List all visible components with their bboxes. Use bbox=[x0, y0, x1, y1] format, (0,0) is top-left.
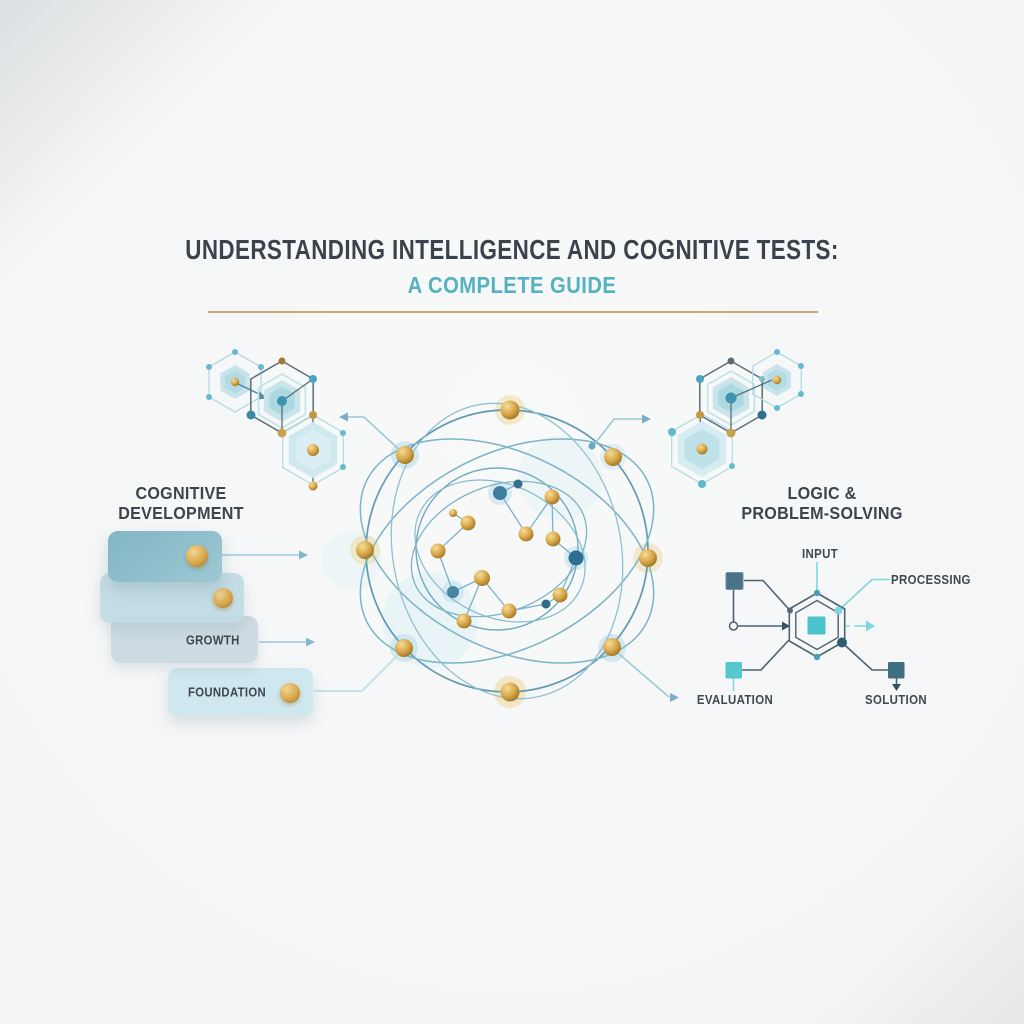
open-circle-node bbox=[728, 621, 739, 631]
evaluation-square-icon bbox=[725, 662, 742, 679]
neural-network-diagram bbox=[222, 395, 679, 708]
hexagon-cluster-right bbox=[668, 349, 804, 488]
logic-flowchart bbox=[725, 562, 905, 691]
teal-arrow-right-icon bbox=[866, 620, 875, 632]
flow-arrow-down-icon bbox=[892, 684, 901, 691]
core-square-icon bbox=[807, 616, 826, 635]
input-square-icon bbox=[725, 572, 744, 590]
solution-square-icon bbox=[888, 662, 905, 679]
hexagon-cluster-left bbox=[206, 349, 346, 491]
cluster-node-dots bbox=[668, 357, 782, 488]
